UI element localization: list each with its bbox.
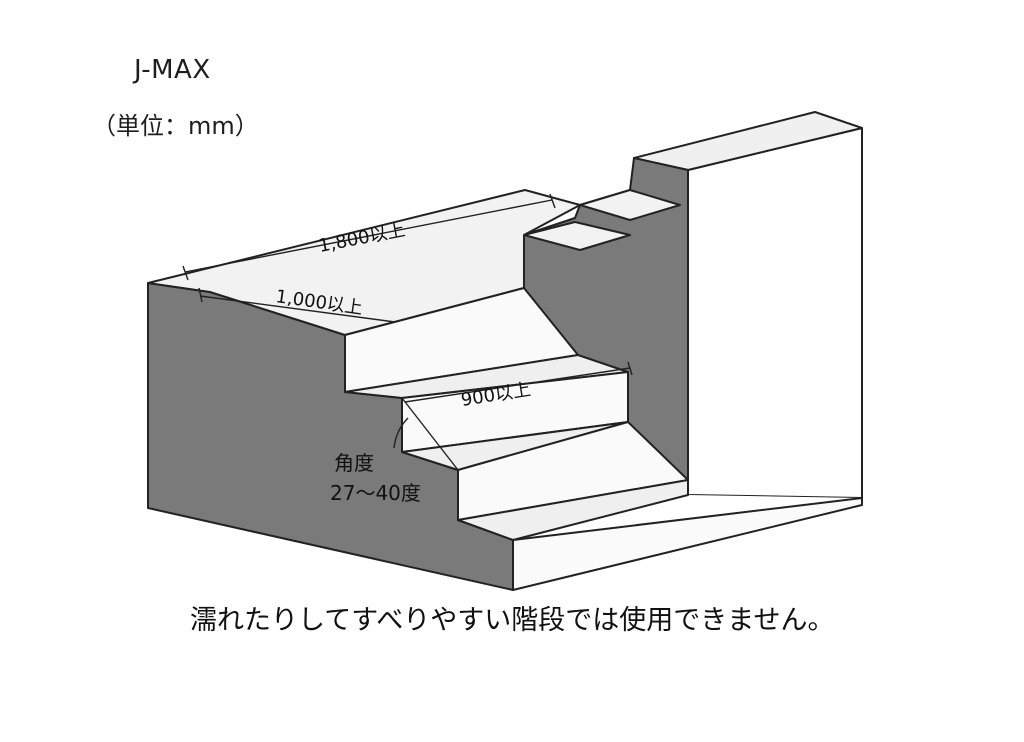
dimension-upper-width <box>182 193 556 281</box>
upper-landing-top-face <box>147 189 581 336</box>
angle-label: 角度 <box>334 451 374 475</box>
step-tread-4 <box>457 479 689 541</box>
bottom-front-riser <box>512 497 863 591</box>
unit-note: （単位：mm） <box>92 112 259 140</box>
dimension-lower-width <box>198 287 396 323</box>
warning-caption: 濡れたりしてすべりやすい階段では使用できません。 <box>190 605 835 636</box>
angle-range-label: 27～40度 <box>330 481 421 505</box>
product-title: J-MAX <box>134 55 211 85</box>
upper-step-top-a <box>523 221 631 251</box>
angle-indicator <box>393 397 459 471</box>
right-block-front-face <box>687 127 863 499</box>
upper-step-top-b <box>579 189 681 221</box>
dimension-landing-depth <box>404 361 633 403</box>
